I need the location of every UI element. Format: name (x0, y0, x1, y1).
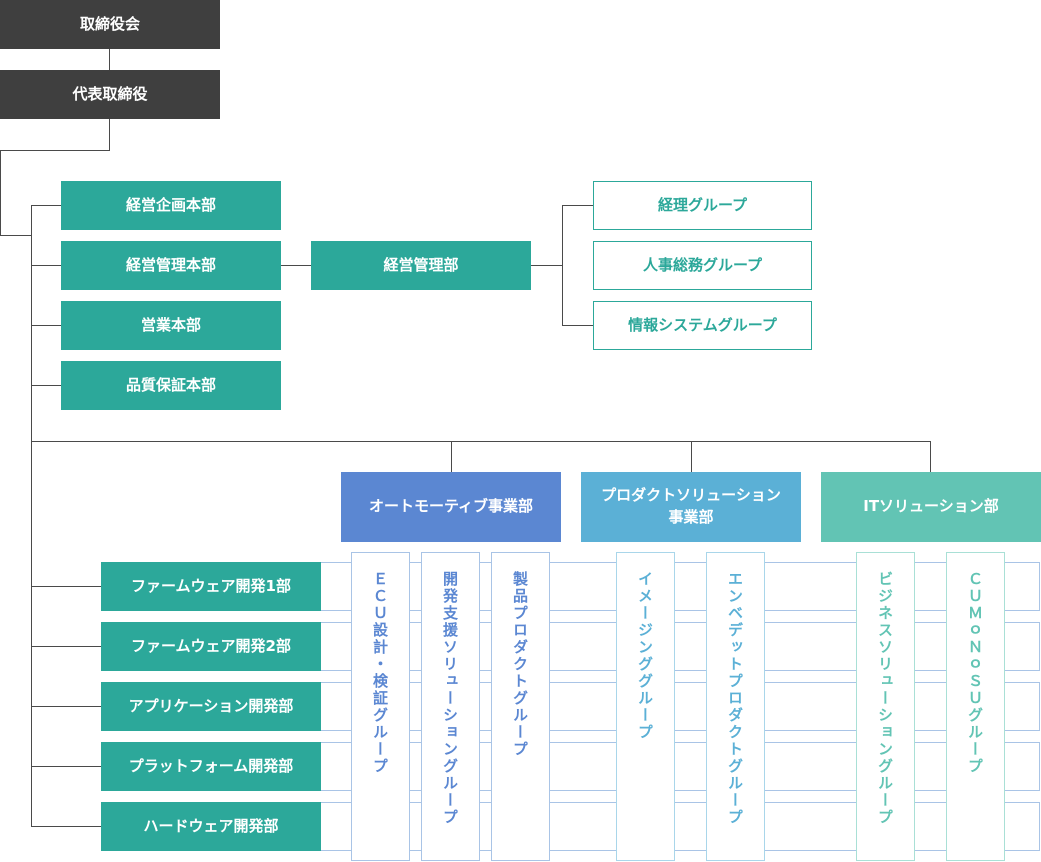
business-solution-group-label: ビジネスソリューショングループ (876, 571, 894, 826)
connector-president-down (109, 119, 110, 150)
dev-support-group-label: 開発支援ソリューショングループ (441, 571, 459, 826)
connector-it-solution (930, 441, 931, 472)
connector-group-3 (562, 325, 593, 326)
connector-president-left (0, 150, 110, 151)
trunk-line (31, 205, 32, 827)
president-node: 代表取締役 (0, 70, 220, 119)
connector-mgmt-groups (531, 265, 562, 266)
firmware-dev-1: ファームウェア開発1部 (101, 562, 321, 611)
connector-to-trunk (0, 235, 31, 236)
connector-left-edge (0, 150, 1, 236)
ecu-group-column: ＥＣＵ設計・検証グループ (351, 552, 410, 861)
accounting-group: 経理グループ (593, 181, 812, 230)
imaging-group-label: イメージンググループ (636, 571, 654, 741)
connector-mgmt-dept (281, 265, 311, 266)
connector-planning (31, 205, 61, 206)
connector-product-solution (691, 441, 692, 472)
connector-management (31, 265, 61, 266)
product-solution-business: プロダクトソリューション 事業部 (581, 472, 801, 542)
dev-support-group-column: 開発支援ソリューショングループ (421, 552, 480, 861)
imaging-group-column: イメージンググループ (616, 552, 675, 861)
cumonosu-group-column: ＣＵＭｏＮｏＳＵグループ (946, 552, 1005, 861)
embedded-group-label: エンベデットプロダクトグループ (726, 571, 744, 826)
connector-dev-5 (31, 826, 101, 827)
quality-division: 品質保証本部 (61, 361, 281, 410)
connector-sales (31, 325, 61, 326)
connector-business-horizontal (31, 441, 931, 442)
it-solution-business: ITソリューション部 (821, 472, 1041, 542)
connector-dev-3 (31, 706, 101, 707)
connector-automotive (451, 441, 452, 472)
board-node: 取締役会 (0, 0, 220, 49)
automotive-business: オートモーティブ事業部 (341, 472, 561, 542)
product-group-label: 製品プロダクトグループ (511, 571, 529, 758)
sales-division: 営業本部 (61, 301, 281, 350)
connector-group-1 (562, 205, 593, 206)
ecu-group-label: ＥＣＵ設計・検証グループ (371, 571, 389, 775)
connector-dev-4 (31, 766, 101, 767)
connector-groups-vertical (562, 205, 563, 326)
hardware-dev: ハードウェア開発部 (101, 802, 321, 851)
firmware-dev-2: ファームウェア開発2部 (101, 622, 321, 671)
application-dev: アプリケーション開発部 (101, 682, 321, 731)
product-group-column: 製品プロダクトグループ (491, 552, 550, 861)
embedded-group-column: エンベデットプロダクトグループ (706, 552, 765, 861)
business-solution-group-column: ビジネスソリューショングループ (856, 552, 915, 861)
it-systems-group: 情報システムグループ (593, 301, 812, 350)
platform-dev: プラットフォーム開発部 (101, 742, 321, 791)
cumonosu-group-label: ＣＵＭｏＮｏＳＵグループ (966, 571, 984, 775)
management-dept: 経営管理部 (311, 241, 531, 290)
hr-general-group: 人事総務グループ (593, 241, 812, 290)
connector-dev-2 (31, 646, 101, 647)
connector-dev-1 (31, 586, 101, 587)
connector-board-president (109, 49, 110, 70)
management-division: 経営管理本部 (61, 241, 281, 290)
connector-quality (31, 385, 61, 386)
planning-division: 経営企画本部 (61, 181, 281, 230)
